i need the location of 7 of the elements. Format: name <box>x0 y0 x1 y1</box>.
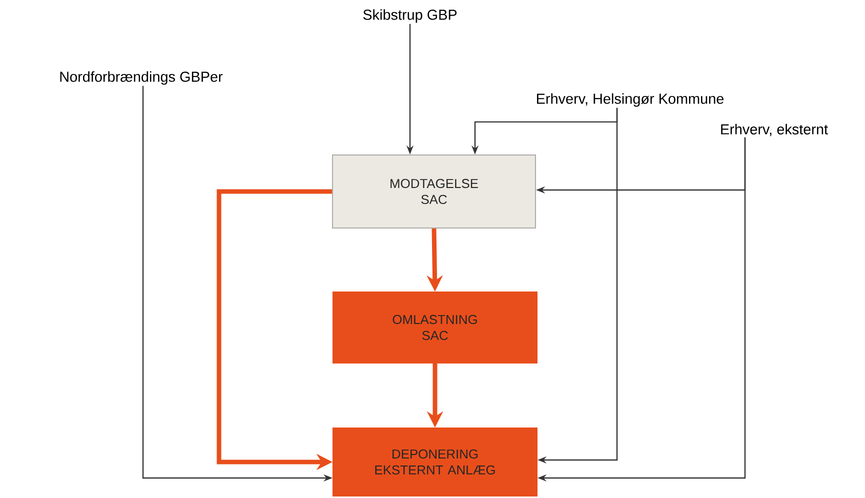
process-box: OMLASTNING SAC <box>332 292 538 364</box>
source-label: Erhverv, Helsingør Kommune <box>537 93 724 107</box>
source-label: Erhverv, eksternt <box>721 124 828 136</box>
source-label: Skibstrup GBP <box>363 9 457 23</box>
source-label: Nordforbrændings GBPer <box>60 71 223 85</box>
process-box: DEPONERING EKSTERNT ANLÆG <box>332 428 538 496</box>
process-box: MODTAGELSE SAC <box>332 154 536 228</box>
